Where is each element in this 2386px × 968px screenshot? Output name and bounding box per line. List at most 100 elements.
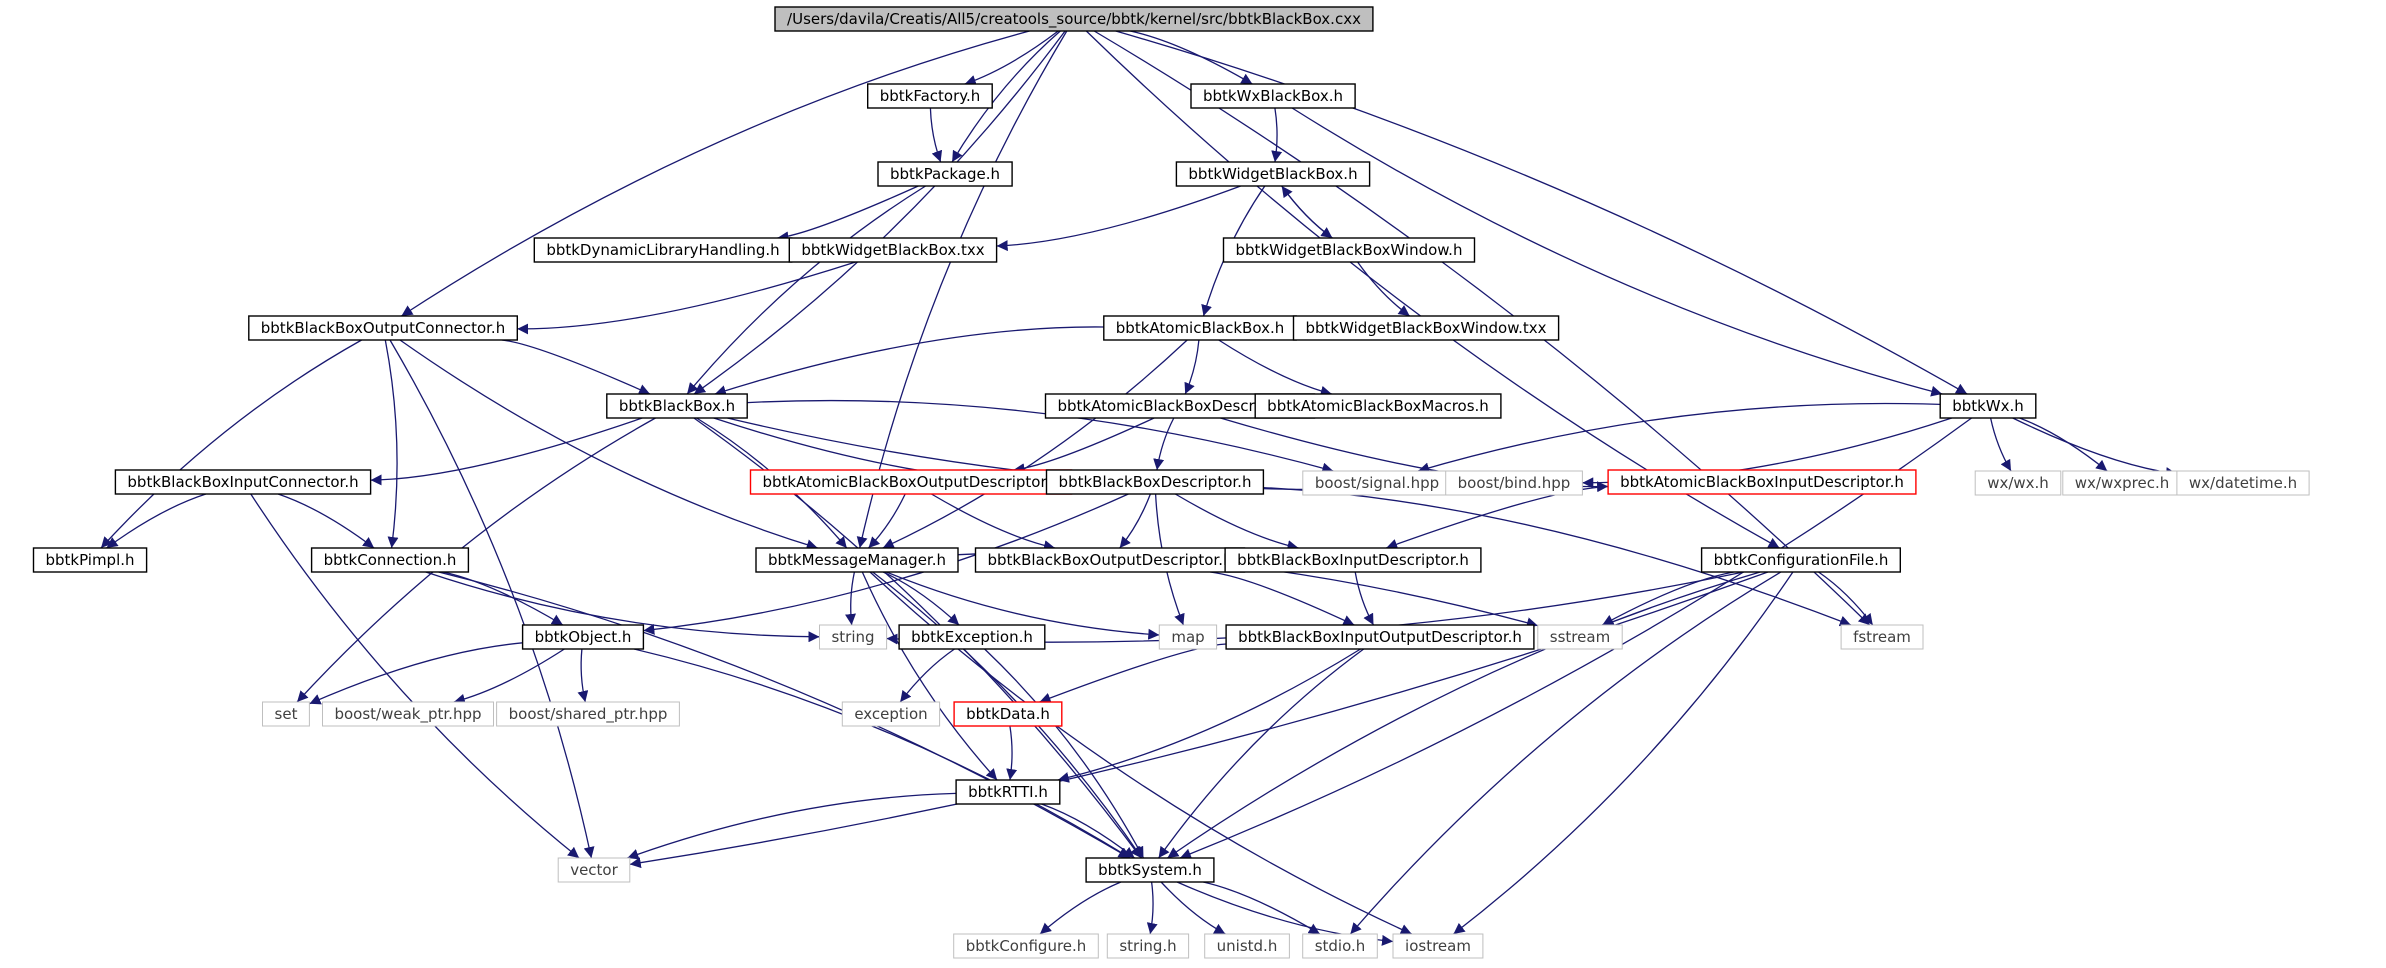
- node-label: bbtkBlackBoxOutputDescriptor.h: [987, 551, 1232, 569]
- edge-root-to-blackbox: [693, 30, 1066, 395]
- node-package[interactable]: bbtkPackage.h: [877, 161, 1013, 187]
- edge-object-to-sharedptr: [577, 648, 589, 703]
- node-atomicmacros[interactable]: bbtkAtomicBlackBoxMacros.h: [1254, 393, 1502, 419]
- node-config[interactable]: bbtkConfigurationFile.h: [1700, 547, 1901, 573]
- edge-config-to-stdio: [1349, 571, 1782, 935]
- edge-outconn-to-connection: [384, 339, 399, 549]
- node-exception_h[interactable]: bbtkException.h: [898, 624, 1046, 650]
- node-wx[interactable]: bbtkWx.h: [1939, 393, 2037, 419]
- edge-wx-to-wxdatetime: [2012, 417, 2177, 478]
- edge-widgetbb-to-widgetwin: [1281, 185, 1333, 239]
- edge-root-to-wxblackbox: [1130, 30, 1253, 85]
- node-widgetbb[interactable]: bbtkWidgetBlackBox.h: [1175, 161, 1371, 187]
- edge-inconn-to-connection: [277, 493, 375, 549]
- node-atomicoutdesc[interactable]: bbtkAtomicBlackBoxOutputDescriptor.h: [749, 469, 1073, 495]
- node-label: /Users/davila/Creatis/All5/creatools_sou…: [787, 10, 1361, 29]
- node-atomicindesc[interactable]: bbtkAtomicBlackBoxInputDescriptor.h: [1607, 469, 1917, 495]
- node-box: [248, 315, 519, 341]
- node-widgetwin[interactable]: bbtkWidgetBlackBoxWindow.h: [1222, 237, 1476, 263]
- node-box: [953, 701, 1063, 727]
- node-box: [788, 237, 998, 263]
- node-label: boost/signal.hpp: [1315, 474, 1439, 492]
- node-box: [557, 857, 631, 883]
- node-unistd: unistd.h: [1204, 933, 1290, 959]
- node-data[interactable]: bbtkData.h: [953, 701, 1063, 727]
- node-connection[interactable]: bbtkConnection.h: [310, 547, 470, 573]
- node-dynlib[interactable]: bbtkDynamicLibraryHandling.h: [533, 237, 793, 263]
- node-label: bbtkWidgetBlackBox.h: [1188, 165, 1357, 183]
- edge-bbindesc-to-bbiodesc: [1354, 571, 1375, 626]
- node-bbindesc[interactable]: bbtkBlackBoxInputDescriptor.h: [1224, 547, 1482, 573]
- node-box: [310, 547, 470, 573]
- edge-msgmgr-to-rtti: [861, 571, 998, 781]
- node-box: [877, 161, 1013, 187]
- node-outconn[interactable]: bbtkBlackBoxOutputConnector.h: [248, 315, 519, 341]
- edge-widgetwin-to-widgetwintxx: [1357, 261, 1411, 317]
- node-bboutdesc[interactable]: bbtkBlackBoxOutputDescriptor.h: [974, 547, 1246, 573]
- edge-atomicoutdesc-to-bboutdesc: [931, 493, 1056, 552]
- node-atomicbb[interactable]: bbtkAtomicBlackBox.h: [1103, 315, 1297, 341]
- node-bbdesc[interactable]: bbtkBlackBoxDescriptor.h: [1045, 469, 1265, 495]
- node-fstream: fstream: [1840, 624, 1924, 650]
- node-stdio: stdio.h: [1302, 933, 1378, 959]
- edge-inconn-to-pimpl: [106, 493, 207, 549]
- edge-root-to-package: [951, 30, 1061, 163]
- node-wxwx: wx/wx.h: [1974, 470, 2062, 496]
- edge-widgetwin-to-widgetbb: [1281, 185, 1333, 239]
- node-widgettxx[interactable]: bbtkWidgetBlackBox.txx: [788, 237, 998, 263]
- node-pimpl[interactable]: bbtkPimpl.h: [32, 547, 148, 573]
- node-system[interactable]: bbtkSystem.h: [1085, 857, 1215, 883]
- node-box: [1190, 83, 1356, 109]
- edge-wx-to-system: [1179, 417, 1972, 860]
- node-box: [1392, 933, 1484, 959]
- node-label: bbtkWidgetBlackBoxWindow.txx: [1305, 319, 1546, 337]
- edge-outconn-to-pimpl: [100, 339, 362, 549]
- node-box: [521, 624, 645, 650]
- edge-root-to-outconn: [401, 30, 1030, 317]
- edge-wxblackbox-to-wx: [1291, 107, 1943, 397]
- node-box: [841, 701, 941, 727]
- node-blackbox[interactable]: bbtkBlackBox.h: [606, 393, 748, 419]
- node-label: bbtkWx.h: [1952, 397, 2024, 415]
- node-wxblackbox[interactable]: bbtkWxBlackBox.h: [1190, 83, 1356, 109]
- node-wxdatetime: wx/datetime.h: [2176, 470, 2310, 496]
- edge-factory-to-package: [929, 107, 943, 163]
- node-wxprec: wx/wxprec.h: [2062, 470, 2182, 496]
- node-iostream: iostream: [1392, 933, 1484, 959]
- node-label: boost/weak_ptr.hpp: [334, 705, 481, 724]
- node-msgmgr[interactable]: bbtkMessageManager.h: [755, 547, 959, 573]
- node-box: [953, 933, 1099, 959]
- node-box: [955, 779, 1061, 805]
- edge-package-to-blackbox: [686, 185, 926, 395]
- node-box: [1204, 933, 1290, 959]
- node-box: [1607, 469, 1917, 495]
- edge-system-to-unistd: [1160, 881, 1226, 935]
- node-label: boost/bind.hpp: [1458, 474, 1571, 492]
- edge-msgmgr-to-string: [845, 571, 856, 626]
- edge-config-to-iostream: [1453, 571, 1794, 935]
- node-object[interactable]: bbtkObject.h: [521, 624, 645, 650]
- node-box: [1158, 624, 1218, 650]
- node-label: bbtkBlackBoxInputConnector.h: [127, 473, 358, 491]
- node-vector: vector: [557, 857, 631, 883]
- edge-root-to-factory: [964, 30, 1059, 86]
- node-factory[interactable]: bbtkFactory.h: [867, 83, 993, 109]
- edge-system-to-configure: [1039, 881, 1122, 935]
- edge-blackbox-to-set: [296, 417, 656, 703]
- node-bbiodesc[interactable]: bbtkBlackBoxInputOutputDescriptor.h: [1225, 624, 1535, 650]
- node-inconn[interactable]: bbtkBlackBoxInputConnector.h: [114, 469, 372, 495]
- node-widgetwintxx[interactable]: bbtkWidgetBlackBoxWindow.txx: [1292, 315, 1560, 341]
- node-box: [1939, 393, 2037, 419]
- edge-widgettxx-to-outconn: [517, 261, 856, 335]
- node-box: [322, 701, 494, 727]
- edge-msgmgr-to-exception_h: [882, 571, 960, 626]
- edge-rtti-to-vector: [627, 792, 957, 860]
- node-label: bbtkFactory.h: [880, 87, 981, 105]
- node-root[interactable]: /Users/davila/Creatis/All5/creatools_sou…: [774, 6, 1374, 32]
- edge-wx-to-wxwx: [1989, 417, 2012, 472]
- node-rtti[interactable]: bbtkRTTI.h: [955, 779, 1061, 805]
- node-box: [1974, 470, 2062, 496]
- edge-object-to-set: [309, 642, 523, 705]
- node-box: [2176, 470, 2310, 496]
- node-box: [2062, 470, 2182, 496]
